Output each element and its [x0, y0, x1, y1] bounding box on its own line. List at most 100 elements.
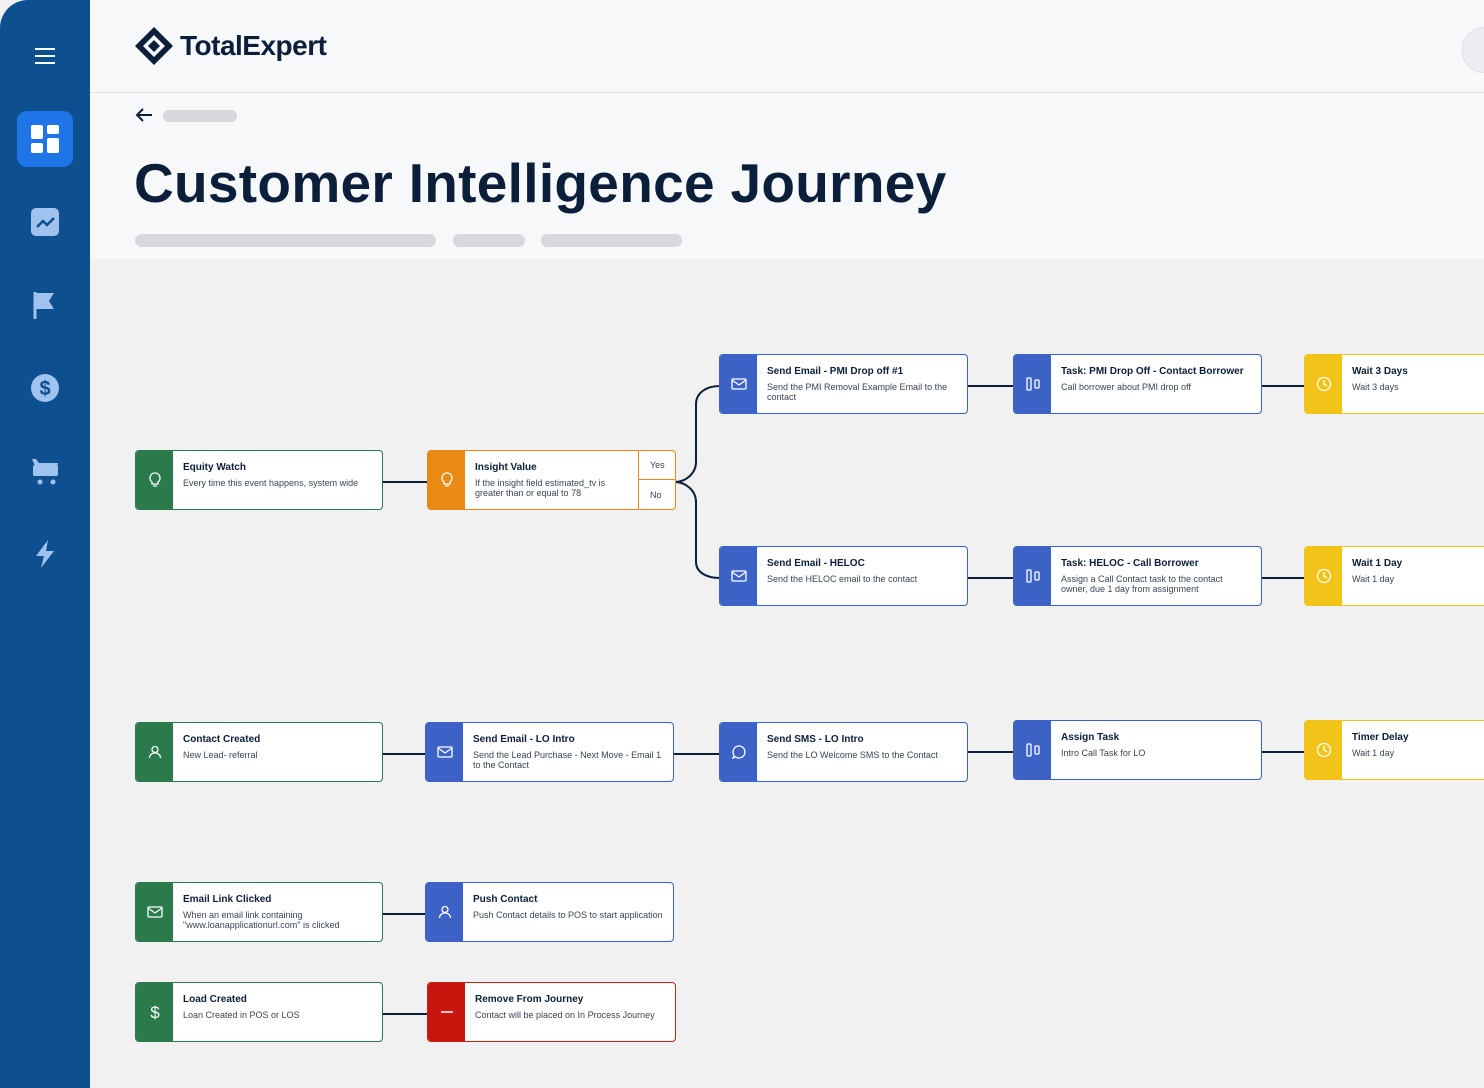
- node-description: Send the LO Welcome SMS to the Contact: [767, 750, 938, 760]
- task-board-icon: [1025, 569, 1040, 583]
- node-send-email-pmi[interactable]: Send Email - PMI Drop off #1 Send the PMI…: [719, 354, 968, 414]
- dollar-icon: $: [31, 374, 59, 402]
- dashboard-grid-icon: [31, 125, 59, 153]
- clock-icon: [1316, 742, 1331, 758]
- lightbulb-icon: [440, 472, 453, 487]
- arrow-left-icon: [135, 108, 152, 122]
- logo-text: TotalExpert: [180, 30, 327, 61]
- envelope-icon: [730, 378, 747, 390]
- task-board-icon: [1025, 377, 1040, 391]
- condition-branches: Yes No: [638, 451, 675, 509]
- envelope-icon: [146, 906, 163, 918]
- hamburger-icon: [35, 48, 55, 64]
- node-title: Send Email - PMI Drop off #1: [767, 366, 904, 377]
- meta-placeholder-3: [541, 234, 682, 247]
- sidebar-item-finance[interactable]: $: [17, 360, 73, 416]
- sidebar-item-analytics[interactable]: [17, 194, 73, 250]
- dollar-icon: $: [150, 1003, 160, 1021]
- meta-placeholder-1: [135, 234, 436, 247]
- node-description: Contact will be placed on In Process Jou…: [475, 1010, 655, 1020]
- node-title: Email Link Clicked: [183, 894, 272, 905]
- node-description: Wait 1 day: [1352, 748, 1395, 758]
- node-description: When an email link containing "www.loana…: [183, 910, 340, 930]
- menu-button[interactable]: [17, 28, 73, 84]
- node-description: New Lead- referral: [183, 750, 258, 760]
- clock-icon: [1316, 376, 1331, 392]
- minus-icon: [440, 1011, 453, 1013]
- node-title: Equity Watch: [183, 462, 246, 473]
- logo[interactable]: TotalExpert: [134, 26, 327, 66]
- sidebar-item-dashboard[interactable]: [17, 111, 73, 167]
- node-title: Contact Created: [183, 734, 261, 745]
- svg-text:$: $: [39, 378, 50, 400]
- user-icon: [438, 905, 451, 919]
- node-description: Intro Call Task for LO: [1061, 748, 1146, 758]
- node-description: Send the PMI Removal Example Email to th…: [767, 382, 948, 402]
- node-title: Remove From Journey: [475, 994, 584, 1005]
- svg-text:$: $: [150, 1003, 160, 1021]
- cart-icon: [32, 459, 58, 485]
- page-title: Customer Intelligence Journey: [134, 152, 947, 214]
- user-icon: [148, 745, 161, 759]
- node-title: Wait 1 Day: [1352, 558, 1403, 569]
- logo-diamond-icon: [135, 27, 173, 65]
- envelope-icon: [436, 746, 453, 758]
- node-title: Assign Task: [1061, 732, 1120, 743]
- sidebar-item-marketplace[interactable]: [17, 443, 73, 499]
- node-title: Send SMS - LO Intro: [767, 734, 864, 745]
- meta-placeholder-2: [453, 234, 525, 247]
- top-bar: TotalExpert: [90, 0, 1484, 93]
- branch-yes[interactable]: Yes: [639, 451, 675, 480]
- page-header: Customer Intelligence Journey: [90, 93, 1484, 259]
- connectors: [382, 385, 1305, 1015]
- node-title: Load Created: [183, 994, 247, 1005]
- node-title: Timer Delay: [1352, 732, 1409, 743]
- node-description: Wait 1 day: [1352, 574, 1395, 584]
- node-description: Send the HELOC email to the contact: [767, 574, 918, 584]
- node-title: Insight Value: [475, 462, 537, 473]
- envelope-icon: [730, 570, 747, 582]
- breadcrumb-placeholder: [163, 110, 237, 122]
- node-description: Loan Created in POS or LOS: [183, 1010, 300, 1020]
- node-description: Assign a Call Contact task to the contac…: [1061, 574, 1223, 594]
- lightbulb-icon: [148, 472, 161, 487]
- node-description: If the insight field estimated_tv is gre…: [475, 478, 606, 498]
- flag-icon: [33, 292, 54, 319]
- node-description: Every time this event happens, system wi…: [183, 478, 359, 488]
- sidebar: $: [0, 0, 90, 1088]
- search-button[interactable]: [1462, 27, 1484, 73]
- node-insight-value[interactable]: Insight Value If the insight field estima…: [427, 450, 676, 510]
- back-button[interactable]: [134, 107, 154, 128]
- node-description: Wait 3 days: [1352, 382, 1399, 392]
- trend-chart-icon: [31, 208, 59, 236]
- branch-no[interactable]: No: [650, 489, 662, 500]
- lightning-icon: [36, 540, 54, 568]
- clock-icon: [1316, 568, 1331, 584]
- node-title: Send Email - LO Intro: [473, 734, 575, 745]
- task-board-icon: [1025, 743, 1040, 757]
- node-description: Call borrower about PMI drop off: [1061, 382, 1191, 392]
- node-send-email-heloc[interactable]: Send Email - HELOC Send the HELOC email t…: [719, 546, 968, 606]
- node-description: Push Contact details to POS to start app…: [473, 910, 663, 920]
- sidebar-item-automations[interactable]: [17, 526, 73, 582]
- node-title: Wait 3 Days: [1352, 366, 1408, 377]
- chat-bubble-icon: [731, 745, 746, 760]
- node-description: Send the Lead Purchase - Next Move - Ema…: [473, 750, 662, 770]
- node-title: Send Email - HELOC: [767, 558, 865, 569]
- sidebar-item-campaigns[interactable]: [17, 277, 73, 333]
